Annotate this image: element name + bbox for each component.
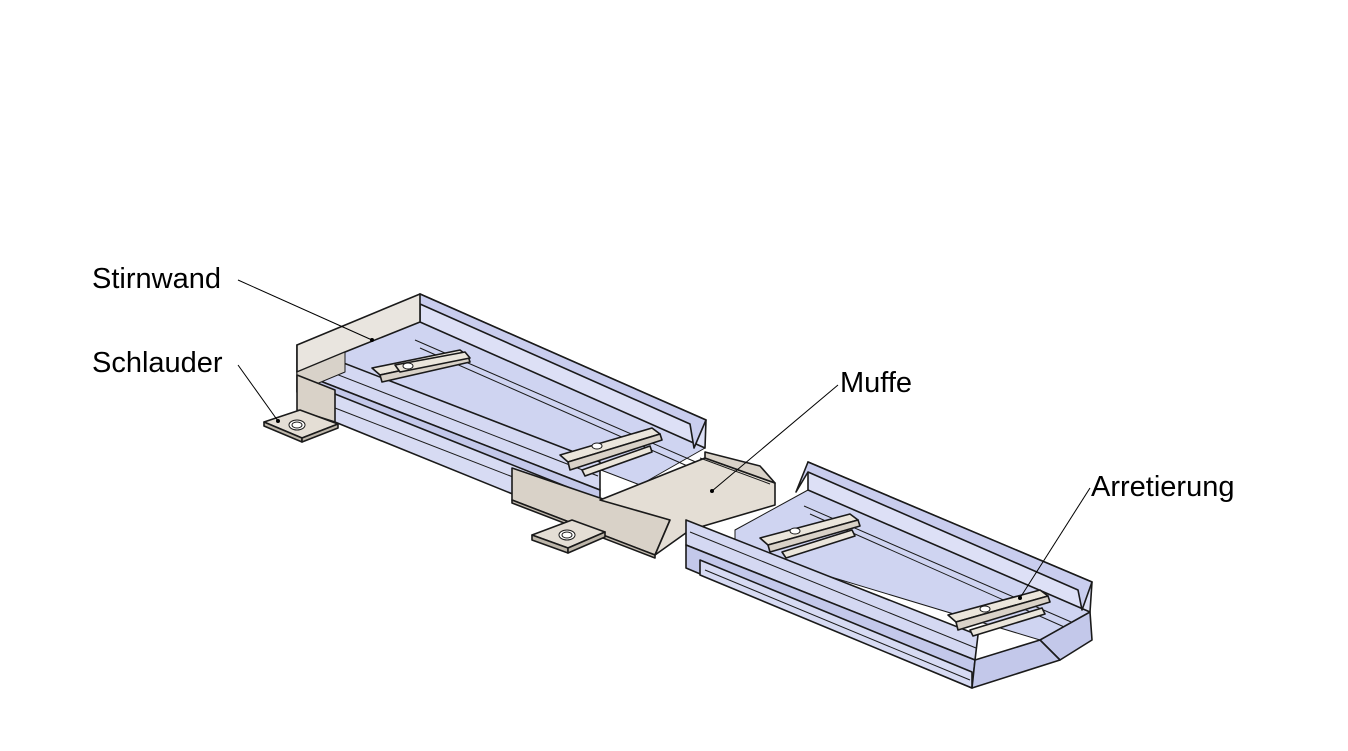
leader-dot-schlauder [276,419,280,423]
leader-schlauder [237,364,279,422]
label-stirnwand-group: Stirnwand [92,263,374,342]
leader-dot-arretierung [1018,596,1022,600]
label-arretierung: Arretierung [1091,471,1234,503]
label-schlauder: Schlauder [92,347,223,379]
leader-dot-stirnwand [370,338,374,342]
strut-left-1 [371,349,471,383]
strut-right-2 [947,589,1051,637]
leader-arretierung [1019,487,1091,599]
leader-muffe [711,384,839,492]
label-schlauder-group: Schlauder [92,347,280,423]
strut-left-2 [559,427,663,477]
label-muffe-group: Muffe [710,367,912,493]
leader-dot-muffe [710,489,714,493]
strut-right-1 [759,513,861,559]
label-arretierung-group: Arretierung [1018,471,1234,600]
label-muffe: Muffe [840,367,912,399]
mounting-bracket-left [263,374,339,443]
label-stirnwand: Stirnwand [92,263,221,295]
leader-stirnwand [237,279,373,341]
